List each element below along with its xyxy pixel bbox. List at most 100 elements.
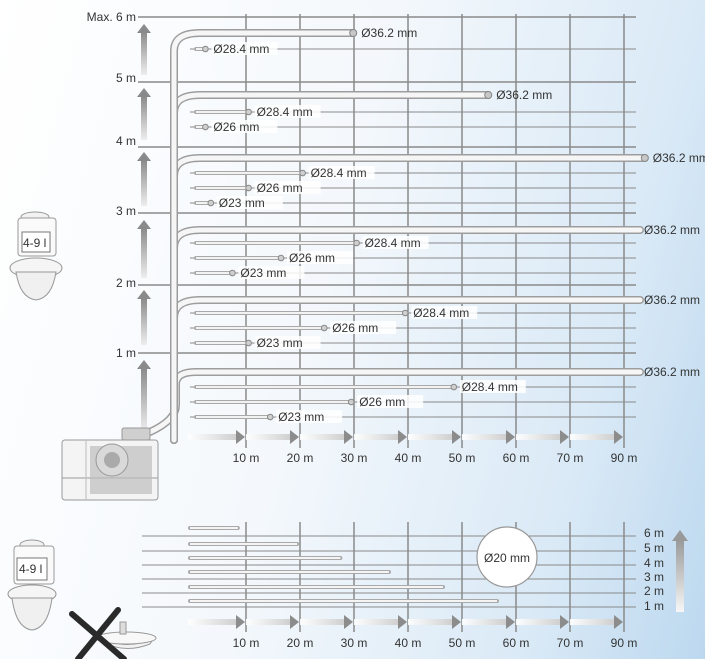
pipe-end	[349, 29, 358, 37]
height-arrowhead	[137, 290, 151, 299]
distance-arrow-head	[344, 430, 353, 444]
distance-arrow	[570, 619, 614, 625]
height-label: Max. 6 m	[87, 10, 136, 24]
height-label: 2 m	[644, 584, 664, 598]
distance-arrow-head	[344, 615, 353, 629]
distance-arrow-head	[560, 615, 569, 629]
pipe-diameter-label: Ø36.2 mm	[361, 26, 417, 40]
distance-arrow	[354, 434, 398, 440]
pipe-diameter-label: Ø28.4 mm	[213, 42, 269, 56]
pipe-end	[229, 269, 236, 277]
pipe-end	[347, 398, 355, 406]
distance-label: 60 m	[503, 451, 530, 465]
distance-label: 40 m	[395, 451, 422, 465]
pipe-diameter-label: Ø28.4 mm	[311, 166, 367, 180]
distance-label: 10 m	[233, 451, 260, 465]
distance-arrow-head	[452, 430, 461, 444]
label-bg	[254, 105, 321, 118]
toilet-volume-label-bottom: 4-9 l	[19, 562, 43, 576]
distance-arrow-head	[452, 615, 461, 629]
pipe-end	[202, 123, 209, 131]
pipe-end	[320, 324, 328, 332]
height-label: 4 m	[116, 134, 136, 148]
distance-label: 90 m	[611, 451, 638, 465]
distance-label: 30 m	[341, 636, 368, 650]
distance-label: 70 m	[557, 636, 584, 650]
height-label: 6 m	[644, 526, 664, 540]
distance-label: 40 m	[395, 636, 422, 650]
distance-arrow-head	[236, 430, 245, 444]
label-bg	[211, 42, 278, 55]
distance-label: 50 m	[449, 636, 476, 650]
height-arrows	[137, 24, 151, 432]
height-label: 5 m	[644, 541, 664, 555]
toilet-volume-label-top: 4-9 l	[23, 236, 47, 250]
distance-arrow	[462, 434, 506, 440]
label-bg	[308, 166, 375, 179]
height-arrow	[141, 298, 147, 345]
label-bg	[254, 181, 321, 194]
distance-arrow	[188, 434, 236, 440]
pipe-diameter-label: Ø28.4 mm	[413, 306, 469, 320]
height-arrow-bottom	[672, 530, 688, 612]
distance-label: 70 m	[557, 451, 584, 465]
pipe-diameter-label: Ø26 mm	[213, 120, 259, 134]
bottom-grid	[142, 522, 636, 632]
distance-arrow	[354, 619, 398, 625]
pipe-end	[299, 169, 306, 177]
label-bg	[216, 196, 283, 209]
distance-arrow	[188, 619, 236, 625]
distance-arrow	[408, 434, 452, 440]
pipe-diameter-label: Ø26 mm	[332, 321, 378, 335]
bottom-pipes	[188, 526, 499, 603]
height-label: 5 m	[116, 71, 136, 85]
distance-arrows-top	[188, 430, 623, 444]
pipe-end	[353, 239, 360, 247]
height-arrow	[141, 368, 147, 432]
pipe-end	[245, 339, 252, 347]
diameter-circle: Ø20 mm	[476, 526, 538, 588]
pipe-diameter-label: Ø28.4 mm	[257, 105, 313, 119]
pipe-end	[640, 154, 649, 162]
pipe-end	[245, 108, 252, 116]
distance-label: 30 m	[341, 451, 368, 465]
distance-arrow-head	[506, 430, 515, 444]
pipe-diameter-label: Ø26 mm	[359, 395, 405, 409]
distance-arrow-head	[614, 430, 623, 444]
height-label: 1 m	[116, 346, 136, 360]
pipe-diameter-label: Ø23 mm	[278, 410, 324, 424]
label-bg	[238, 266, 305, 279]
distance-arrow	[300, 434, 344, 440]
height-arrowhead	[137, 24, 151, 33]
pipe-body	[171, 30, 356, 443]
height-label: 1 m	[644, 599, 664, 613]
height-arrowhead	[137, 88, 151, 97]
pipe-end	[277, 254, 285, 262]
pipe-diameter-label: Ø36.2 mm	[653, 151, 705, 165]
pipe-end	[207, 199, 215, 207]
pipe-diameter-label: Ø23 mm	[257, 336, 303, 350]
height-arrowhead	[137, 220, 151, 229]
distance-arrow	[246, 434, 290, 440]
height-label: 2 m	[116, 276, 136, 290]
label-bg	[254, 336, 321, 349]
distance-arrow-head	[398, 615, 407, 629]
pipe-end	[484, 91, 493, 99]
height-arrow	[141, 32, 147, 75]
distance-arrow	[516, 434, 560, 440]
distance-arrow-head	[290, 430, 299, 444]
distance-label: 10 m	[233, 636, 260, 650]
distance-arrow-head	[290, 615, 299, 629]
pipe-diameter-label: Ø20 mm	[484, 551, 530, 565]
pump-unit	[61, 427, 159, 501]
pipe-end	[202, 45, 209, 53]
pipe-diameter-label: Ø36.2 mm	[644, 365, 700, 379]
label-bg	[330, 321, 397, 334]
distance-arrow	[462, 619, 506, 625]
label-bg	[276, 410, 343, 423]
distance-arrow-head	[236, 615, 245, 629]
height-arrowhead	[137, 360, 151, 369]
label-bg	[287, 251, 353, 264]
pipe-diameter-label: Ø26 mm	[289, 251, 335, 265]
